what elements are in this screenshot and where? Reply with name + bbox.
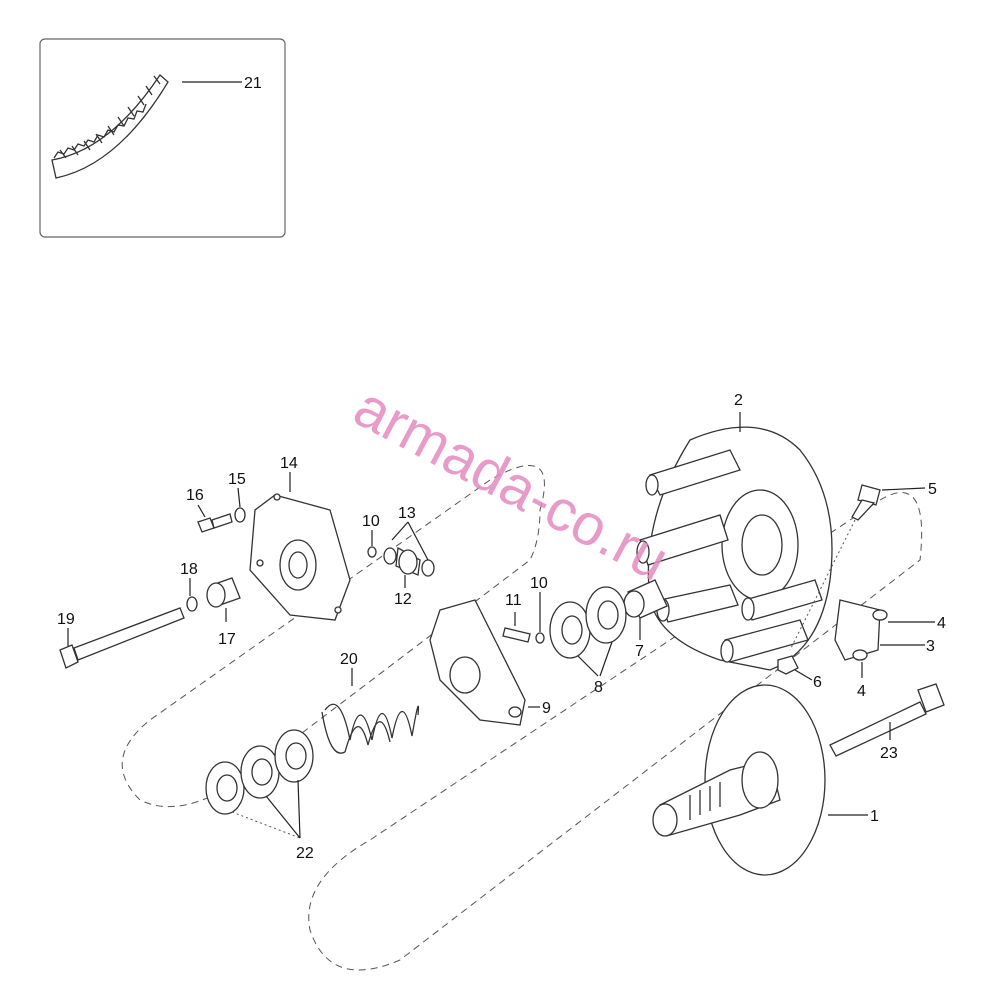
belt-outline [121, 465, 545, 808]
roller-set-part-12 [367, 546, 435, 577]
callout-20: 20 [340, 651, 358, 668]
callout-5: 5 [928, 481, 937, 498]
bushing-part-17 [206, 577, 241, 608]
callout-11: 11 [505, 592, 522, 609]
pin-part-11 [502, 627, 545, 644]
callout-6: 6 [813, 674, 822, 691]
callout-22: 22 [296, 845, 314, 862]
bolt-part-23 [829, 683, 945, 757]
screw-part-5 [851, 484, 881, 521]
callout-12: 12 [394, 591, 412, 608]
movable-sheave-part-1 [652, 684, 826, 876]
bracket-part-3 [834, 599, 888, 661]
callout-1: 1 [870, 808, 879, 825]
bolt-part-16 [197, 513, 233, 533]
fixed-sheave-part-2 [636, 426, 833, 671]
callout-14: 14 [280, 455, 298, 472]
drive-belt-drawing [51, 74, 169, 179]
callout-16: 16 [186, 487, 204, 504]
callout-21: 21 [244, 75, 262, 92]
cover-plate-part-14 [249, 493, 351, 621]
washer-part-15 [234, 507, 246, 523]
nut-part-6 [777, 655, 799, 675]
callout-15: 15 [228, 471, 246, 488]
callout-3: 3 [926, 638, 935, 655]
long-bolt-part-19 [59, 607, 185, 669]
callout-18: 18 [180, 561, 198, 578]
spring-part-20 [321, 703, 420, 754]
washers-part-8 [549, 586, 627, 659]
callout-4-upper: 4 [937, 615, 946, 632]
bushing-part-7 [623, 579, 668, 619]
washer-part-18 [186, 596, 198, 612]
callout-9: 9 [542, 700, 551, 717]
callout-13: 13 [398, 505, 416, 522]
shims-part-22 [205, 729, 314, 815]
belt-outline-lower [308, 492, 923, 971]
callout-8: 8 [594, 679, 603, 696]
inset-panel: 21 [39, 38, 286, 238]
callout-10-right: 10 [530, 575, 548, 592]
callout-7: 7 [635, 643, 644, 660]
callout-17: 17 [218, 631, 236, 648]
movable-spider-part-9 [429, 599, 526, 726]
callout-19: 19 [57, 611, 75, 628]
callout-2: 2 [734, 392, 743, 409]
callout-4-lower: 4 [857, 683, 866, 700]
callout-10-left: 10 [362, 513, 380, 530]
callout-23: 23 [880, 745, 898, 762]
